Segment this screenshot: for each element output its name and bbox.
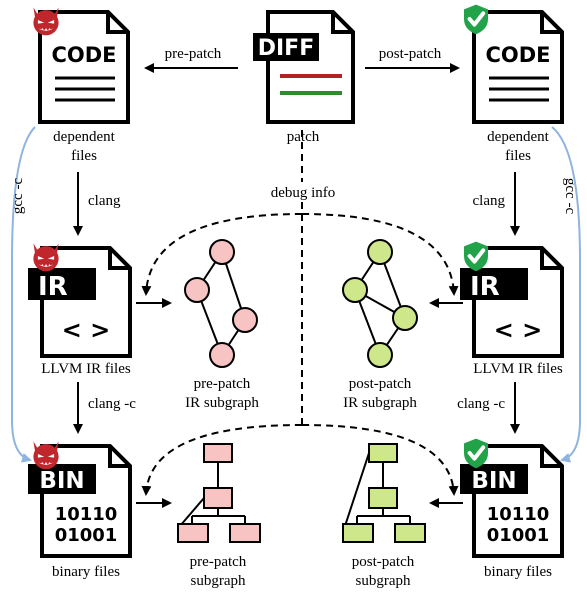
pre-patch-subgraph-line2: subgraph [191, 573, 246, 589]
ir-symbol-left: < > [62, 316, 111, 344]
patch-label: patch [287, 129, 320, 145]
pre-patch-arrow-label: pre-patch [165, 46, 222, 62]
binary-files-right-label: binary files [484, 564, 552, 580]
code-tag-right: CODE [485, 43, 550, 67]
dependent-files-right-line2: files [505, 148, 531, 164]
dependent-files-right-line1: dependent [487, 129, 549, 145]
llvm-ir-files-left-label: LLVM IR files [41, 361, 131, 377]
bin-line2-left: 01001 [55, 525, 118, 546]
post-patch-subgraph-line2: subgraph [356, 573, 411, 589]
post-patch-ir-subgraph-line2: IR subgraph [343, 395, 417, 411]
binary-files-left-label: binary files [52, 564, 120, 580]
arrows [73, 63, 520, 508]
post-patch-binary-file-icon: BIN 10110 01001 [460, 444, 564, 558]
code-tag-left: CODE [51, 43, 116, 67]
pre-patch-ir-file-icon: IR < > [28, 246, 132, 358]
post-patch-binary-subgraph [342, 443, 426, 543]
labels: pre-patch post-patch dependent files pat… [10, 46, 578, 589]
clang-c-left-label: clang -c [88, 396, 136, 412]
ir-symbol-right: < > [494, 316, 543, 344]
post-patch-arrow-label: post-patch [379, 46, 442, 62]
diff-tag: DIFF [258, 36, 315, 61]
post-patch-ir-subgraph-line1: post-patch [349, 376, 412, 392]
pre-patch-subgraph-line1: pre-patch [190, 554, 247, 570]
gcc-c-left-label: gcc -c [10, 178, 26, 215]
pre-patch-code-file-icon: CODE [38, 10, 130, 124]
bin-tag-right: BIN [471, 468, 516, 494]
debug-info-label-bg [253, 182, 351, 202]
bin-tag-left: BIN [39, 468, 84, 494]
clang-left-label: clang [88, 193, 121, 209]
pre-patch-ir-subgraph-line1: pre-patch [194, 376, 251, 392]
pre-patch-binary-file-icon: BIN 10110 01001 [28, 444, 132, 558]
post-patch-ir-file-icon: IR < > [460, 246, 564, 358]
llvm-ir-files-right-label: LLVM IR files [473, 361, 563, 377]
debug-info-label: debug info [271, 185, 336, 201]
post-patch-ir-subgraph [342, 239, 418, 368]
dependent-files-left-line1: dependent [53, 129, 115, 145]
ir-tag-left: IR [38, 272, 68, 302]
bin-line1-right: 10110 [487, 504, 550, 525]
post-patch-subgraph-line1: post-patch [352, 554, 415, 570]
pre-patch-ir-subgraph [184, 239, 258, 368]
bin-line2-right: 01001 [487, 525, 550, 546]
bin-line1-left: 10110 [55, 504, 118, 525]
debug-info-lines [141, 130, 459, 496]
ir-tag-right: IR [470, 272, 500, 302]
clang-c-right-label: clang -c [457, 396, 505, 412]
gcc-c-right-label: gcc -c [562, 178, 578, 215]
pre-patch-ir-subgraph-line2: IR subgraph [185, 395, 259, 411]
clang-right-label: clang [473, 193, 506, 209]
pre-patch-binary-subgraph [177, 443, 261, 543]
post-patch-code-file-icon: CODE [472, 10, 564, 124]
dependent-files-left-line2: files [71, 148, 97, 164]
gcc-arrows [11, 126, 581, 463]
patch-file-icon: DIFF [253, 10, 355, 124]
